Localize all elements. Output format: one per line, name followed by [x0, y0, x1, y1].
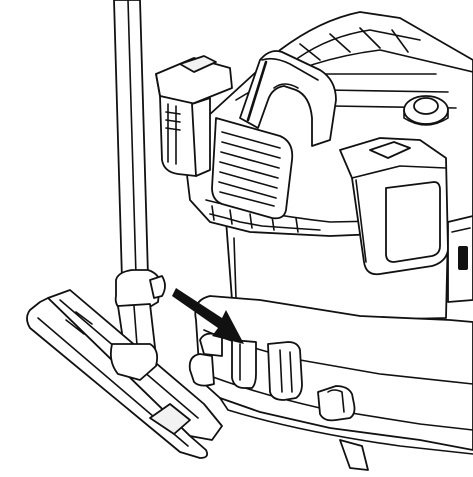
- vacuum-wand-tube: [114, 0, 165, 360]
- drum-base-ring: [190, 296, 473, 470]
- floor-nozzle: [27, 290, 222, 458]
- battery-pack-edge: [448, 216, 473, 302]
- control-knob: [404, 96, 448, 125]
- accessory-slot: [200, 334, 355, 421]
- battery-pack-left: [156, 56, 232, 176]
- exhaust-vent: [212, 118, 292, 218]
- carry-handle: [240, 51, 336, 146]
- battery-pack-right: [340, 138, 448, 274]
- arrow-indicator: [172, 288, 244, 344]
